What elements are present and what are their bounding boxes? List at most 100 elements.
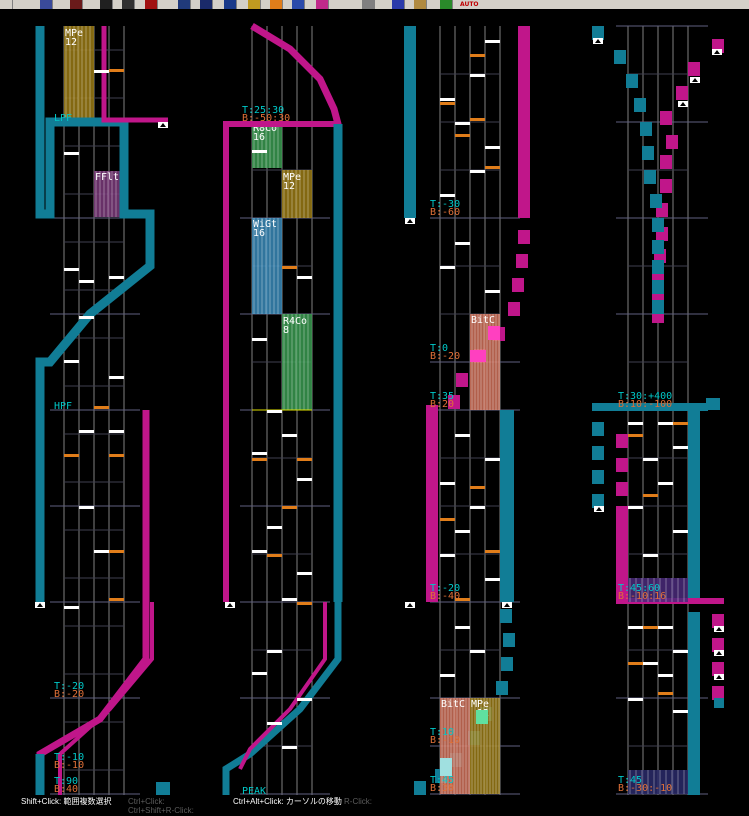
note[interactable]: [628, 698, 643, 701]
note[interactable]: [252, 672, 267, 675]
note[interactable]: [455, 434, 470, 437]
list-icon[interactable]: [414, 0, 427, 9]
note-long[interactable]: [282, 266, 297, 269]
note[interactable]: [440, 266, 455, 269]
laser-side-left[interactable]: [592, 422, 604, 436]
laser-step[interactable]: [592, 26, 604, 40]
note-long[interactable]: [252, 458, 267, 461]
note[interactable]: [252, 150, 267, 153]
laser-right-bottom[interactable]: [688, 612, 700, 795]
laser-step[interactable]: [640, 122, 652, 136]
laser-step[interactable]: [448, 395, 460, 409]
note-long[interactable]: [628, 662, 643, 665]
note[interactable]: [628, 422, 643, 425]
laser-step[interactable]: [516, 254, 528, 268]
note[interactable]: [297, 478, 312, 481]
note-long[interactable]: [440, 102, 455, 105]
note[interactable]: [455, 122, 470, 125]
pen-icon[interactable]: [70, 0, 83, 9]
note[interactable]: [485, 458, 500, 461]
note-long[interactable]: [267, 554, 282, 557]
laser-step[interactable]: [652, 240, 664, 254]
laser-right[interactable]: [518, 26, 530, 218]
hold-icon[interactable]: [200, 0, 213, 9]
note[interactable]: [64, 268, 79, 271]
laser-step[interactable]: [456, 373, 468, 387]
laser-step[interactable]: [650, 194, 662, 208]
laser-right-2[interactable]: [500, 410, 514, 602]
note[interactable]: [282, 434, 297, 437]
laser-step[interactable]: [660, 155, 672, 169]
note[interactable]: [470, 506, 485, 509]
laser-left[interactable]: [404, 26, 416, 218]
laser-step[interactable]: [652, 280, 664, 294]
note-long[interactable]: [440, 518, 455, 521]
laser-step[interactable]: [626, 74, 638, 88]
laser-side-right[interactable]: [616, 434, 628, 448]
note[interactable]: [470, 650, 485, 653]
laser-step[interactable]: [501, 657, 513, 671]
note[interactable]: [485, 290, 500, 293]
laser-step[interactable]: [503, 633, 515, 647]
hold-region[interactable]: [64, 26, 94, 122]
note[interactable]: [297, 276, 312, 279]
auto-icon[interactable]: [440, 0, 453, 9]
note[interactable]: [485, 578, 500, 581]
note-long[interactable]: [643, 626, 658, 629]
note-long[interactable]: [64, 454, 79, 457]
laser-step[interactable]: [712, 638, 724, 652]
hold-region[interactable]: [94, 171, 124, 217]
cursor-icon[interactable]: [122, 0, 135, 9]
note[interactable]: [267, 410, 282, 413]
note[interactable]: [485, 146, 500, 149]
note[interactable]: [64, 606, 79, 609]
play-icon[interactable]: [316, 0, 329, 9]
note[interactable]: [109, 276, 124, 279]
note[interactable]: [673, 650, 688, 653]
panel-1[interactable]: MPe12FFltLPFHPFT:-20B:-20T:-10B:-10T:90B…: [35, 26, 170, 795]
note[interactable]: [673, 530, 688, 533]
laser-step[interactable]: [676, 86, 688, 100]
record-icon[interactable]: [270, 0, 283, 9]
note-long[interactable]: [109, 550, 124, 553]
note-long[interactable]: [470, 54, 485, 57]
note[interactable]: [109, 430, 124, 433]
note-long[interactable]: [109, 454, 124, 457]
note[interactable]: [282, 598, 297, 601]
laser-step[interactable]: [642, 146, 654, 160]
note[interactable]: [673, 710, 688, 713]
note[interactable]: [267, 526, 282, 529]
bar-icon[interactable]: [224, 0, 237, 9]
laser-step[interactable]: [508, 302, 520, 316]
laser-step[interactable]: [712, 686, 724, 700]
note[interactable]: [297, 572, 312, 575]
note-highlight[interactable]: [440, 758, 452, 776]
note-long[interactable]: [109, 598, 124, 601]
note-long[interactable]: [485, 166, 500, 169]
panel-3[interactable]: BitCBitCMPe12T:-30B:-60T:0B:-20T:35B:20T…: [404, 26, 530, 795]
laser-step[interactable]: [496, 681, 508, 695]
note[interactable]: [79, 430, 94, 433]
note[interactable]: [440, 482, 455, 485]
gear-icon[interactable]: [292, 0, 305, 9]
note[interactable]: [94, 550, 109, 553]
laser-teal[interactable]: [222, 602, 342, 795]
note-long[interactable]: [94, 406, 109, 409]
note[interactable]: [252, 338, 267, 341]
note-long[interactable]: [673, 422, 688, 425]
note[interactable]: [267, 722, 282, 725]
note-long[interactable]: [485, 550, 500, 553]
laser-step[interactable]: [634, 98, 646, 112]
note[interactable]: [658, 626, 673, 629]
laser-step[interactable]: [660, 179, 672, 193]
note-long[interactable]: [297, 458, 312, 461]
note-long[interactable]: [628, 434, 643, 437]
laser-side-right[interactable]: [616, 482, 628, 496]
note[interactable]: [297, 698, 312, 701]
note[interactable]: [282, 746, 297, 749]
note[interactable]: [252, 550, 267, 553]
note[interactable]: [79, 316, 94, 319]
hold-region[interactable]: [628, 770, 688, 794]
hold-region[interactable]: [628, 578, 688, 602]
note[interactable]: [643, 554, 658, 557]
